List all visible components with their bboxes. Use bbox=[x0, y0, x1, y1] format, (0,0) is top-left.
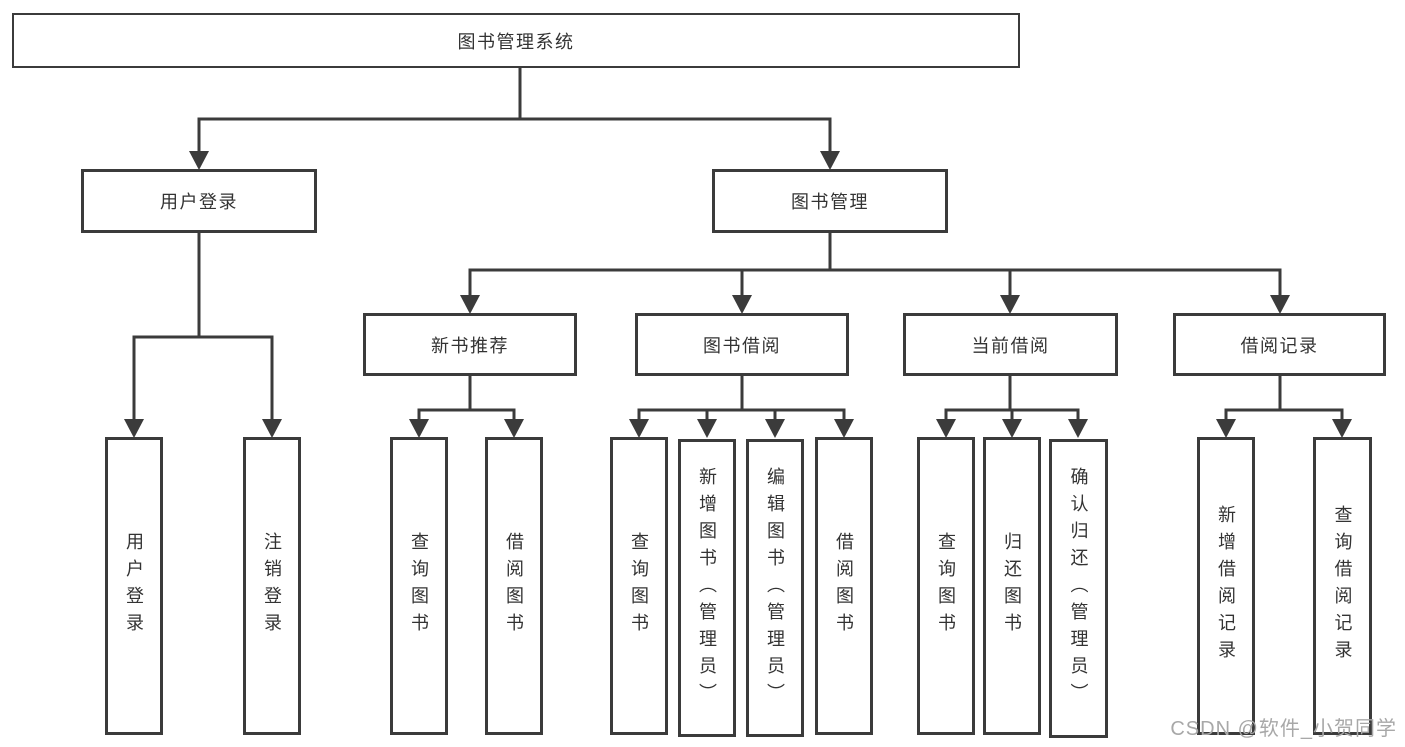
node-book-management-system: 图书管理系统 bbox=[12, 13, 1020, 68]
leaf-borrow-edit-books-admin-label: 编辑图书（管理员） bbox=[765, 466, 785, 710]
arrowhead bbox=[629, 419, 649, 438]
arrowhead bbox=[1216, 419, 1236, 438]
node-book-borrow: 图书借阅 bbox=[635, 313, 849, 376]
arrowhead bbox=[1270, 295, 1290, 314]
arrowheads bbox=[124, 151, 1352, 438]
leaf-records-query-record-label: 查询借阅记录 bbox=[1332, 505, 1353, 667]
leaf-records-add-record-label: 新增借阅记录 bbox=[1216, 505, 1236, 667]
arrowhead bbox=[732, 295, 752, 314]
leaf-records-query-record: 查询借阅记录 bbox=[1313, 437, 1372, 735]
leaf-logout-label: 注销登录 bbox=[262, 532, 282, 640]
leaf-current-return-books-label: 归还图书 bbox=[1002, 532, 1022, 640]
leaf-newbook-query-books-label: 查询图书 bbox=[409, 532, 429, 640]
leaf-borrow-borrow-books: 借阅图书 bbox=[815, 437, 873, 735]
node-current-borrow: 当前借阅 bbox=[903, 313, 1118, 376]
leaf-newbook-borrow-books-label: 借阅图书 bbox=[504, 532, 524, 640]
arrowhead bbox=[936, 419, 956, 438]
leaf-borrow-add-books-admin: 新增图书（管理员） bbox=[678, 439, 736, 737]
leaf-newbook-query-books: 查询图书 bbox=[390, 437, 448, 735]
leaf-user-login: 用户登录 bbox=[105, 437, 163, 735]
leaf-borrow-add-books-admin-label: 新增图书（管理员） bbox=[697, 466, 717, 710]
leaf-borrow-query-books: 查询图书 bbox=[610, 437, 668, 735]
arrowhead bbox=[834, 419, 854, 438]
node-user-login: 用户登录 bbox=[81, 169, 317, 233]
arrowhead bbox=[1002, 419, 1022, 438]
leaf-newbook-borrow-books: 借阅图书 bbox=[485, 437, 543, 735]
leaf-current-query-books: 查询图书 bbox=[917, 437, 975, 735]
arrowhead bbox=[262, 419, 282, 438]
node-new-book-recommend: 新书推荐 bbox=[363, 313, 577, 376]
node-book-management: 图书管理 bbox=[712, 169, 948, 233]
leaf-borrow-borrow-books-label: 借阅图书 bbox=[834, 532, 854, 640]
arrowhead bbox=[189, 151, 209, 170]
arrowhead bbox=[1068, 419, 1088, 438]
arrowhead bbox=[504, 419, 524, 438]
arrowhead bbox=[820, 151, 840, 170]
arrowhead bbox=[1332, 419, 1352, 438]
leaf-records-add-record: 新增借阅记录 bbox=[1197, 437, 1255, 735]
arrowhead bbox=[409, 419, 429, 438]
leaf-current-query-books-label: 查询图书 bbox=[936, 532, 956, 640]
leaf-borrow-edit-books-admin: 编辑图书（管理员） bbox=[746, 439, 804, 737]
arrowhead bbox=[460, 295, 480, 314]
leaf-current-confirm-return-admin-label: 确认归还（管理员） bbox=[1068, 467, 1089, 710]
leaf-user-login-label: 用户登录 bbox=[124, 532, 144, 640]
arrowhead bbox=[765, 419, 785, 438]
arrowhead bbox=[124, 419, 144, 438]
node-borrow-records: 借阅记录 bbox=[1173, 313, 1386, 376]
leaf-borrow-query-books-label: 查询图书 bbox=[629, 532, 649, 640]
leaf-current-confirm-return-admin: 确认归还（管理员） bbox=[1049, 439, 1108, 738]
connector-paths bbox=[132, 68, 1344, 419]
arrowhead bbox=[697, 419, 717, 438]
watermark: CSDN @软件_小贺同学 bbox=[1170, 718, 1397, 740]
leaf-logout: 注销登录 bbox=[243, 437, 301, 735]
leaf-current-return-books: 归还图书 bbox=[983, 437, 1041, 735]
arrowhead bbox=[1000, 295, 1020, 314]
